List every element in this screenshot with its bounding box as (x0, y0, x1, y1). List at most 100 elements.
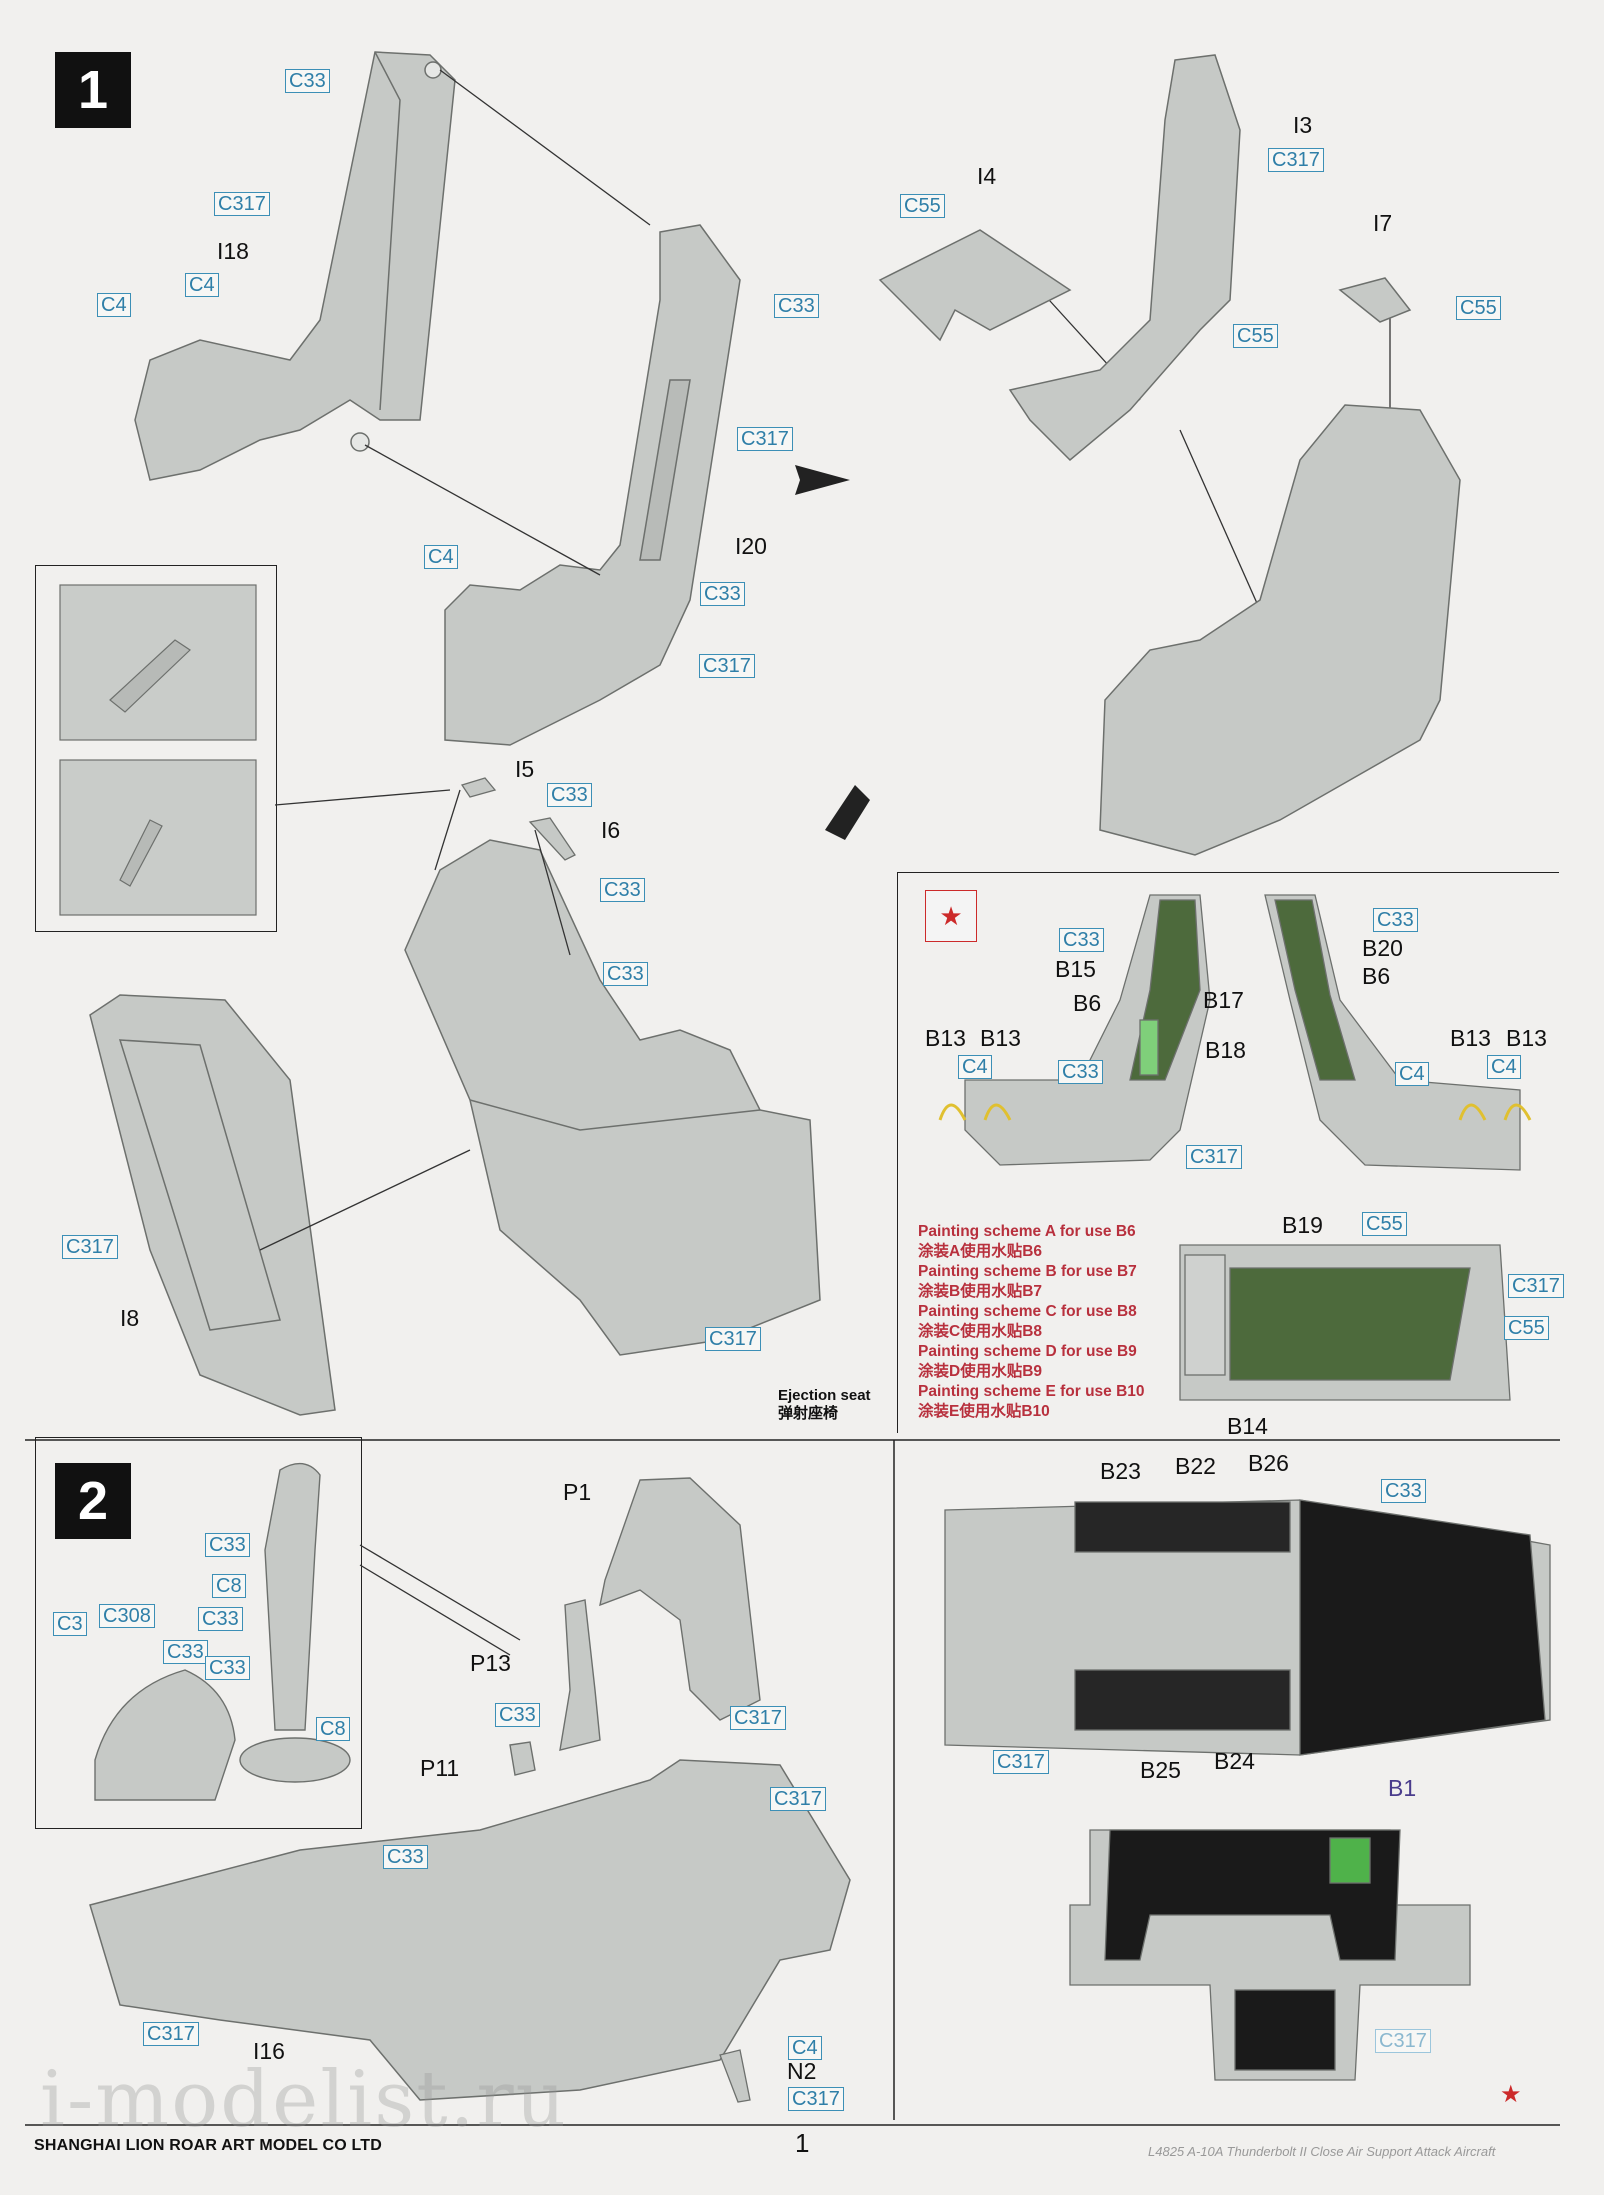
part-p1 (599, 1477, 761, 1721)
tag-c308: C308 (99, 1604, 155, 1628)
label-b20: B20 (1362, 935, 1403, 961)
label-i18: I18 (217, 238, 249, 264)
label-i16: I16 (253, 2038, 285, 2064)
paint-seat-left (964, 894, 1211, 1166)
label-b1: B1 (1388, 1775, 1417, 1801)
painting-scheme-item: 涂装E使用水贴B10 (918, 1403, 1050, 1420)
tag-c317: C317 (214, 192, 270, 216)
label-b13: B13 (925, 1025, 966, 1051)
tag-c317: C317 (730, 1706, 786, 1730)
caption-ejection-seat-en: Ejection seat (778, 1387, 871, 1404)
part-i5-i6 (460, 777, 576, 861)
tag-c33: C33 (163, 1640, 208, 1664)
part-p13 (559, 1599, 601, 1751)
label-b13: B13 (980, 1025, 1021, 1051)
painting-scheme-item: Painting scheme B for use B7 (918, 1263, 1137, 1280)
tag-c317: C317 (143, 2022, 199, 2046)
footer-company: SHANGHAI LION ROAR ART MODEL CO LTD (34, 2137, 383, 2154)
tag-c33: C33 (285, 69, 330, 93)
tag-c33: C33 (700, 582, 745, 606)
painting-scheme-item: 涂装B使用水贴B7 (918, 1283, 1043, 1300)
tag-c33: C33 (1381, 1479, 1426, 1503)
tag-c33: C33 (205, 1656, 250, 1680)
label-b18: B18 (1205, 1037, 1246, 1063)
label-p13: P13 (470, 1650, 511, 1676)
tag-c33: C33 (205, 1533, 250, 1557)
step-number-1: 1 (55, 52, 131, 128)
tag-c55: C55 (1456, 296, 1501, 320)
tag-c33: C33 (495, 1703, 540, 1727)
label-p11: P11 (420, 1755, 460, 1781)
label-i7: I7 (1373, 210, 1393, 236)
tag-c33: C33 (600, 878, 645, 902)
tag-c317: C317 (699, 654, 755, 678)
label-b26: B26 (1248, 1450, 1289, 1476)
paint-seat-bottom (1179, 1244, 1511, 1401)
tag-c317: C317 (62, 1235, 118, 1259)
part-i4 (878, 229, 1072, 342)
tag-c4: C4 (958, 1055, 992, 1079)
label-i3: I3 (1293, 112, 1313, 138)
label-p1: P1 (563, 1479, 592, 1505)
tag-c55: C55 (900, 194, 945, 218)
frame-painting-guide (897, 872, 1559, 1433)
label-i20: I20 (735, 533, 767, 559)
label-b6: B6 (1362, 963, 1391, 989)
label-b25: B25 (1140, 1757, 1181, 1783)
painting-scheme-item: Painting scheme D for use B9 (918, 1343, 1137, 1360)
tag-c4: C4 (185, 273, 219, 297)
tag-c33: C33 (774, 294, 819, 318)
inset-lever-images (59, 584, 257, 916)
caption-ejection-seat: Ejection seat 弹射座椅 (778, 1387, 871, 1423)
label-b23: B23 (1100, 1458, 1141, 1484)
label-i5: I5 (515, 756, 535, 782)
painting-scheme-list: Painting scheme A for use B6 涂装A使用水贴B6 P… (918, 1222, 1145, 1422)
label-b24: B24 (1214, 1748, 1255, 1774)
part-n2 (719, 2049, 751, 2103)
tag-c4: C4 (424, 545, 458, 569)
footer-page-number: 1 (795, 2128, 810, 2158)
tag-c33: C33 (1373, 908, 1418, 932)
star-icon: ★ (939, 901, 963, 931)
tag-c317: C317 (770, 1787, 826, 1811)
tag-c317: C317 (705, 1327, 761, 1351)
cockpit-plan-view (944, 1499, 1551, 1756)
tag-c4: C4 (1395, 1062, 1429, 1086)
label-b13: B13 (1506, 1025, 1547, 1051)
label-b13: B13 (1450, 1025, 1491, 1051)
frame-inset-lever (35, 565, 277, 932)
paint-seat-right (1264, 894, 1521, 1171)
tag-c33: C33 (198, 1607, 243, 1631)
tag-c4: C4 (97, 293, 131, 317)
tag-c8: C8 (212, 1574, 246, 1598)
tag-c317: C317 (1508, 1274, 1564, 1298)
painting-scheme-item: 涂装D使用水贴B9 (918, 1363, 1043, 1380)
tag-c317: C317 (993, 1750, 1049, 1774)
label-n2: N2 (787, 2058, 817, 2084)
painting-scheme-item: 涂装C使用水贴B8 (918, 1323, 1043, 1340)
label-i4: I4 (977, 163, 997, 189)
tag-c55: C55 (1233, 324, 1278, 348)
caption-ejection-seat-zh: 弹射座椅 (778, 1405, 839, 1422)
label-b14: B14 (1227, 1413, 1268, 1439)
tag-c33: C33 (603, 962, 648, 986)
painting-scheme-item: Painting scheme A for use B6 (918, 1223, 1136, 1240)
tag-c55: C55 (1362, 1212, 1407, 1236)
part-i20 (444, 224, 741, 746)
step-number-2: 2 (55, 1463, 131, 1539)
footer-logo-icon: ★ (1500, 2081, 1522, 2108)
tag-c33: C33 (547, 783, 592, 807)
tag-c8: C8 (316, 1717, 350, 1741)
painting-scheme-item: Painting scheme E for use B10 (918, 1383, 1145, 1400)
label-b22: B22 (1175, 1453, 1216, 1479)
part-i3 (1008, 54, 1241, 462)
painting-scheme-item: Painting scheme C for use B8 (918, 1303, 1137, 1320)
instrument-panel-view (1069, 1829, 1471, 2081)
tag-c4: C4 (788, 2036, 822, 2060)
part-i7 (1338, 277, 1412, 323)
tag-c317: C317 (737, 427, 793, 451)
part-i18 (134, 51, 456, 481)
tag-c33: C33 (1058, 1060, 1103, 1084)
tag-c55: C55 (1504, 1316, 1549, 1340)
